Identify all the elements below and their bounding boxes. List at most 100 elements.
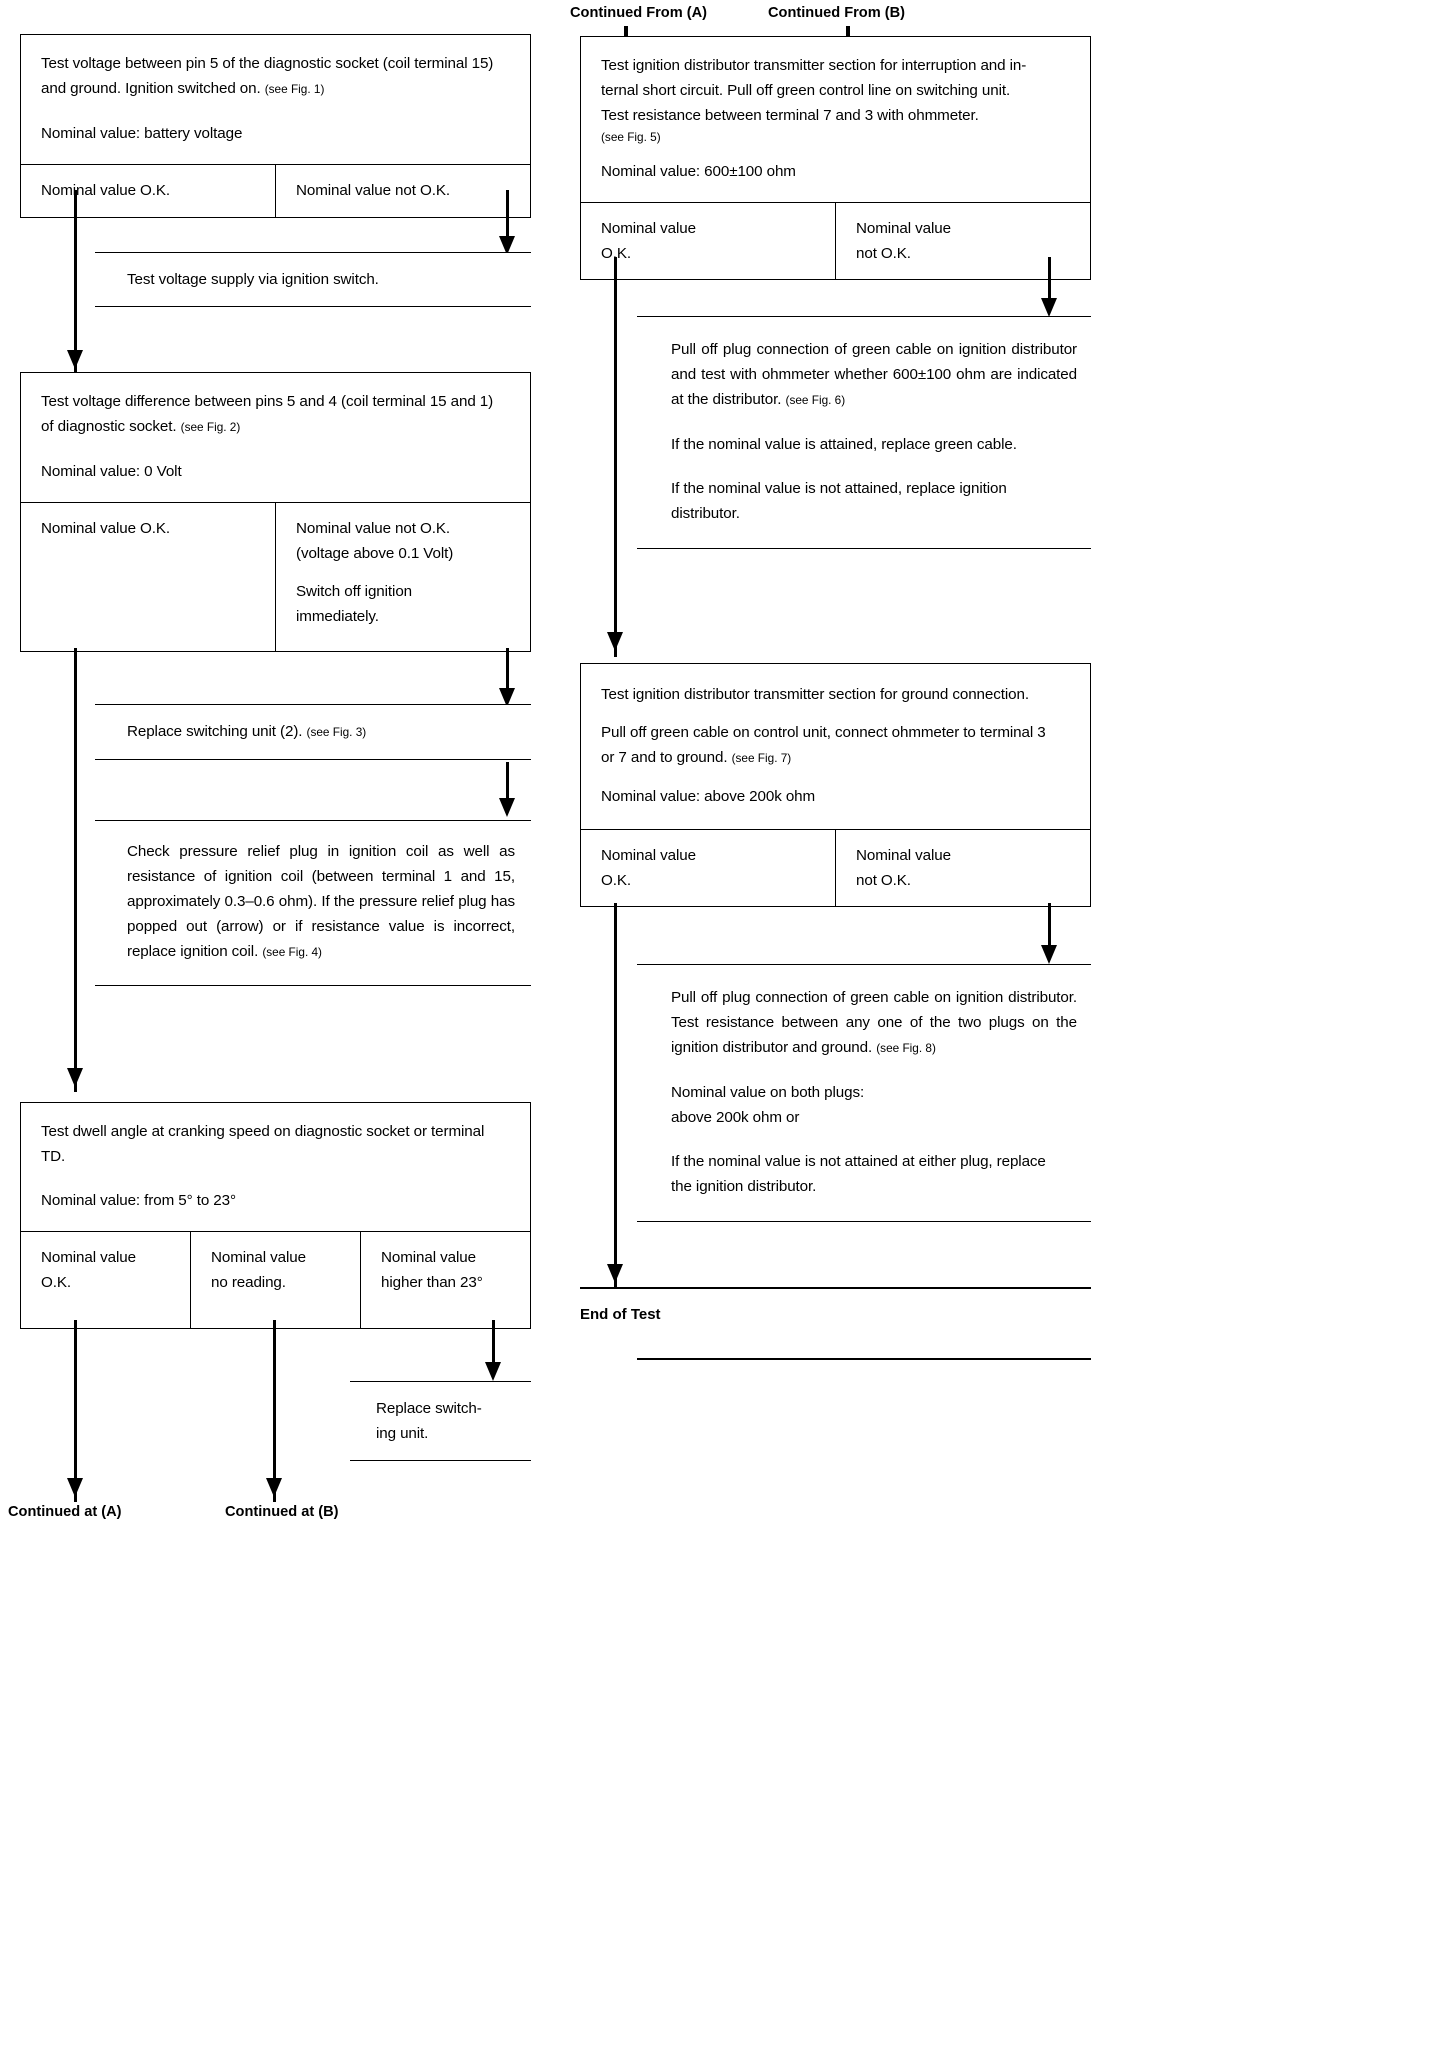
arrowhead-step1-ok [67, 350, 83, 369]
step5-fig-ref: (see Fig. 7) [731, 751, 792, 765]
connector-step4-ok [614, 257, 617, 657]
arrowhead-step5-notok [1041, 945, 1057, 964]
step5-branch-not-ok: Nominal value not O.K. [835, 830, 1090, 906]
connector-note2-note3 [506, 762, 509, 804]
step2-branch-not-ok-line3: Switch off ignition [296, 583, 413, 600]
arrowhead-step5-ok [607, 1264, 623, 1283]
connector-step3-b [273, 1320, 276, 1502]
note5-fig-ref: (see Fig. 6) [785, 393, 846, 407]
spacer [643, 1061, 1085, 1080]
step3-branch-c-line1: Nominal value [381, 1249, 476, 1266]
note6-line2a: Nominal value on both plugs: [671, 1084, 865, 1101]
arrowhead-step2-notok [499, 688, 515, 707]
step3-branch-a-line2: O.K. [41, 1274, 71, 1291]
step2-nominal: Nominal value: 0 Volt [41, 463, 182, 480]
note5-paragraph-wrap: Pull off plug connection of green cable … [643, 337, 1085, 413]
connector-step3-c [492, 1320, 495, 1370]
spacer [601, 146, 1070, 159]
note4-line1: Replace switch- [376, 1400, 482, 1417]
header-continued-from-a: Continued From (A) [570, 5, 707, 21]
spacer [643, 413, 1085, 432]
arrowhead-step3-c [485, 1362, 501, 1381]
note2-text: Replace switching unit (2). [127, 723, 303, 740]
arrowhead-step3-b [266, 1478, 282, 1497]
note3-paragraph: Check pressure relief plug in ignition c… [127, 843, 515, 960]
note3-fig-ref: (see Fig. 4) [262, 945, 322, 959]
step4-box: Test ignition distributor transmitter se… [580, 36, 1091, 280]
note6-line2b: above 200k ohm or [671, 1109, 800, 1126]
connector-step4-notok [1048, 257, 1051, 307]
arrowhead-step3-a [67, 1478, 83, 1497]
note2-fig-ref: (see Fig. 3) [306, 725, 367, 739]
step2-branch-not-ok-line2: (voltage above 0.1 Volt) [296, 545, 454, 562]
step3-branch-row: Nominal value O.K. Nominal value no read… [21, 1231, 530, 1328]
note2-row: Replace switching unit (2). (see Fig. 3) [101, 719, 525, 745]
note6-block: Pull off plug connection of green cable … [637, 964, 1091, 1222]
note5-line3b: distributor. [671, 505, 740, 522]
arrowhead-step4-ok [607, 632, 623, 651]
note5-block: Pull off plug connection of green cable … [637, 316, 1091, 549]
footer-continued-at-b: Continued at (B) [225, 1504, 339, 1520]
step1-nominal: Nominal value: battery voltage [41, 125, 243, 142]
step3-branch-higher: Nominal value higher than 23° [360, 1232, 530, 1328]
note4-line2: ing unit. [376, 1425, 429, 1442]
arrowhead-step2-ok [67, 1068, 83, 1087]
step2-line1: Test voltage difference between pins 5 a… [41, 393, 494, 410]
step1-branch-not-ok: Nominal value not O.K. [275, 165, 530, 217]
note5-line3a: If the nominal value is not attained, re… [671, 480, 1007, 497]
end-of-test-top-rule [580, 1287, 1091, 1290]
connector-step1-notok [506, 190, 509, 242]
step2-box: Test voltage difference between pins 5 a… [20, 372, 531, 652]
arrowhead-note2-note3 [499, 798, 515, 817]
step4-branch-ok-line2: O.K. [601, 245, 631, 262]
step4-fig-ref: (see Fig. 5) [601, 130, 661, 144]
step3-nominal: Nominal value: from 5° to 23° [41, 1192, 236, 1209]
step3-branch-b-line1: Nominal value [211, 1249, 306, 1266]
step2-branch-row: Nominal value O.K. Nominal value not O.K… [21, 502, 530, 651]
entry-tick-b [846, 26, 850, 37]
step4-branch-not-ok-line1: Nominal value [856, 220, 951, 237]
step3-branch-no-reading: Nominal value no reading. [190, 1232, 360, 1328]
connector-step3-a [74, 1320, 77, 1502]
connector-step2-ok [74, 648, 77, 1092]
step2-head: Test voltage difference between pins 5 a… [21, 373, 530, 502]
step4-branch-not-ok-line2: not O.K. [856, 245, 911, 262]
step4-head: Test ignition distributor transmitter se… [581, 37, 1090, 202]
step3-branch-ok: Nominal value O.K. [21, 1232, 190, 1328]
note5-line2: If the nominal value is attained, replac… [671, 436, 1017, 453]
spacer [643, 457, 1085, 476]
arrowhead-step4-notok [1041, 298, 1057, 317]
step3-line1: Test dwell angle at cranking speed on di… [41, 1123, 485, 1140]
step1-box: Test voltage between pin 5 of the diagno… [20, 34, 531, 218]
step4-line2: ternal short circuit. Pull off green con… [601, 82, 1011, 99]
step3-head: Test dwell angle at cranking speed on di… [21, 1103, 530, 1231]
step5-branch-not-ok-line1: Nominal value [856, 847, 951, 864]
end-of-test-bottom-rule [637, 1358, 1091, 1361]
step4-branch-not-ok: Nominal value not O.K. [835, 203, 1090, 279]
step5-line1: Test ignition distributor transmitter se… [601, 686, 1029, 703]
step3-branch-c-line2: higher than 23° [381, 1274, 483, 1291]
step4-nominal: Nominal value: 600±100 ohm [601, 163, 796, 180]
step5-branch-ok: Nominal value O.K. [581, 830, 835, 906]
connector-step2-notok [506, 648, 509, 695]
step2-branch-not-ok-line1: Nominal value not O.K. [296, 520, 450, 537]
step1-branch-not-ok-label: Nominal value not O.K. [296, 182, 450, 199]
header-continued-from-b: Continued From (B) [768, 5, 905, 21]
step1-branch-ok: Nominal value O.K. [21, 165, 275, 217]
step5-head: Test ignition distributor transmitter se… [581, 664, 1090, 829]
note2-block: Replace switching unit (2). (see Fig. 3) [95, 704, 531, 760]
connector-step5-notok [1048, 903, 1051, 955]
entry-tick-a [624, 26, 628, 37]
note6-fig-ref: (see Fig. 8) [876, 1041, 936, 1055]
spacer [643, 1130, 1085, 1149]
step5-line3: or 7 and to ground. (see Fig. 7) [601, 745, 1070, 771]
step1-fig-ref: (see Fig. 1) [264, 82, 325, 96]
step1-line1: Test voltage between pin 5 of the diagno… [41, 55, 494, 72]
step2-branch-not-ok: Nominal value not O.K. (voltage above 0.… [275, 503, 530, 651]
arrowhead-step1-notok [499, 236, 515, 255]
step1-branch-ok-label: Nominal value O.K. [41, 182, 171, 199]
step2-branch-not-ok-line4: immediately. [296, 608, 379, 625]
step5-branch-ok-line2: O.K. [601, 872, 631, 889]
step4-branch-row: Nominal value O.K. Nominal value not O.K… [581, 202, 1090, 279]
